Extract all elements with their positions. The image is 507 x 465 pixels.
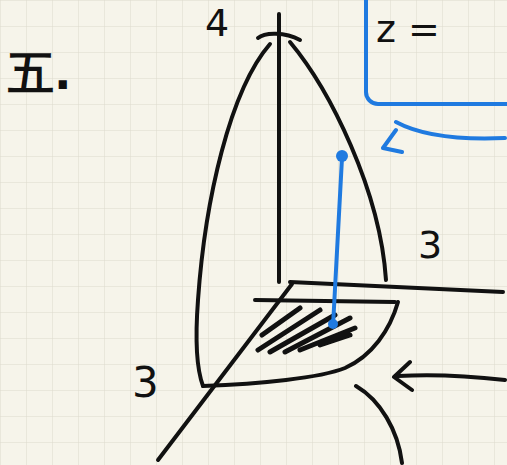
base-edge — [255, 300, 395, 302]
base-curve — [203, 302, 398, 386]
pointer-arrow — [394, 362, 505, 390]
formula-box: z = — [364, 0, 507, 106]
problem-number: 五. — [8, 50, 71, 96]
dimension-label: 4 — [205, 4, 229, 42]
surface-top — [258, 34, 300, 40]
pointer-curve — [356, 386, 402, 463]
shaded-region — [258, 308, 355, 352]
callout-arrow — [383, 122, 505, 152]
formula-text: z = — [376, 10, 440, 48]
x-axis — [158, 284, 292, 460]
z-axis — [277, 14, 281, 282]
dimension-label: 3 — [132, 362, 159, 404]
point-dot — [336, 150, 348, 162]
dimension-label: 3 — [418, 226, 442, 264]
surface-left-curve — [197, 44, 270, 386]
y-axis — [290, 282, 503, 292]
height-line — [333, 158, 342, 326]
point-dot — [328, 319, 338, 329]
